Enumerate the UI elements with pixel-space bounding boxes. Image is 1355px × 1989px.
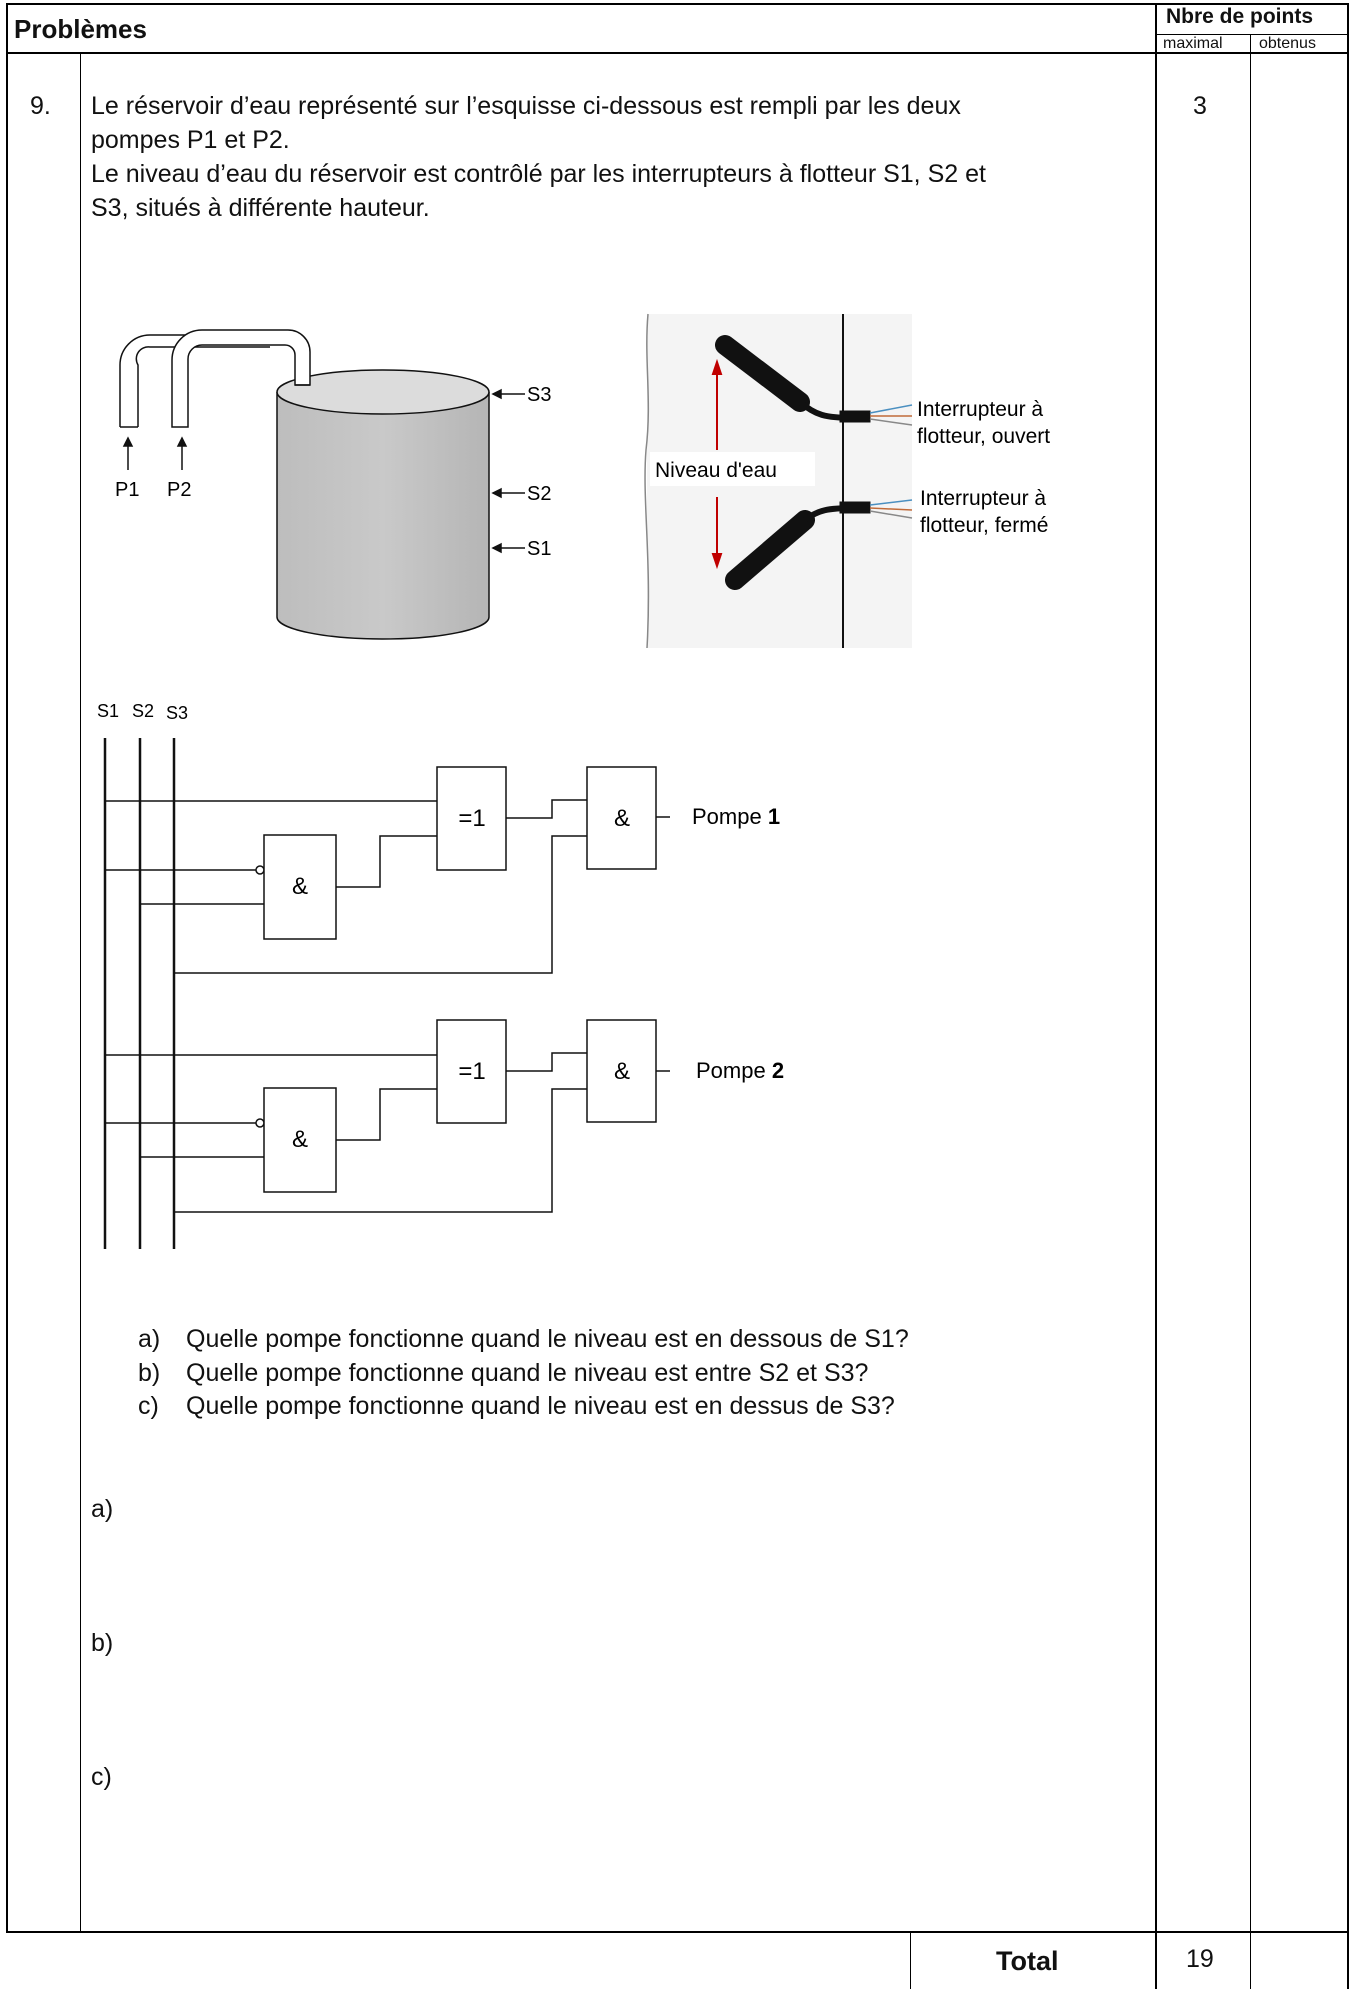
and-output-gate-1 xyxy=(586,766,657,870)
intro-line-3: Le niveau d’eau du réservoir est contrôl… xyxy=(91,160,986,188)
answer-a-label: a) xyxy=(91,1495,114,1523)
tank-diagram: P1 P2 S3 S2 S1 xyxy=(115,329,551,640)
intro-line-2: pompes P1 et P2. xyxy=(91,126,290,154)
tank-body xyxy=(276,369,490,640)
sensor-arrows xyxy=(491,388,525,554)
bus-lines xyxy=(103,738,176,1249)
col-obtained-label: obtenus xyxy=(1259,35,1316,52)
and-gate-2 xyxy=(263,1087,337,1193)
xor-symbol-2: =1 xyxy=(458,1058,485,1085)
question-b-letter: b) xyxy=(138,1359,161,1387)
s1-tank-label: S1 xyxy=(527,538,551,560)
open-label-line2: flotteur, ouvert xyxy=(917,425,1050,448)
xor-gate-1 xyxy=(436,766,507,871)
question-a-text: Quelle pompe fonctionne quand le niveau … xyxy=(186,1325,909,1353)
xor-symbol-1: =1 xyxy=(458,805,485,832)
bus-label-s1: S1 xyxy=(97,701,119,721)
water-level-label: Niveau d'eau xyxy=(655,459,777,482)
and-output-gate-2 xyxy=(586,1019,657,1123)
total-value: 19 xyxy=(1186,1945,1214,1973)
float-switch-diagram: Niveau d'eau Interrupteur à flotteur, ou… xyxy=(644,313,1050,649)
pipe-p1 xyxy=(119,334,270,428)
and-output-symbol-2: & xyxy=(614,1058,630,1085)
max-points: 3 xyxy=(1193,92,1207,120)
tank-wall xyxy=(644,313,650,649)
and-symbol-1: & xyxy=(292,873,308,900)
problem-number: 9. xyxy=(30,92,51,120)
pump2-output-label: Pompe 2 xyxy=(696,1058,784,1083)
inverter-bubbles xyxy=(255,865,265,1128)
closed-label-line1: Interrupteur à xyxy=(920,487,1046,510)
pump-arrows xyxy=(122,436,188,470)
total-label: Total xyxy=(996,1946,1059,1976)
pump1-output-label: Pompe 1 xyxy=(692,804,780,829)
answer-b-label: b) xyxy=(91,1629,114,1657)
xor-gate-2 xyxy=(436,1019,507,1124)
closed-label-line2: flotteur, fermé xyxy=(920,514,1048,537)
question-c-letter: c) xyxy=(138,1392,159,1420)
logic-circuit-diagram: S1 S2 S3 & =1 & & xyxy=(97,701,784,1249)
question-c-text: Quelle pompe fonctionne quand le niveau … xyxy=(186,1392,895,1420)
bus-label-s2: S2 xyxy=(132,701,154,721)
and-symbol-2: & xyxy=(292,1126,308,1153)
open-label-line1: Interrupteur à xyxy=(917,398,1043,421)
p1-label: P1 xyxy=(115,479,139,501)
s3-tank-label: S3 xyxy=(527,384,551,406)
s2-tank-label: S2 xyxy=(527,483,551,505)
points-heading: Nbre de points xyxy=(1166,5,1314,28)
question-a-letter: a) xyxy=(138,1325,161,1353)
level-arrow-down xyxy=(711,497,723,570)
float-closed xyxy=(725,501,871,590)
intro-line-4: S3, situés à différente hauteur. xyxy=(91,194,430,222)
answer-c-label: c) xyxy=(91,1763,112,1791)
gates xyxy=(263,766,657,1193)
col-max-label: maximal xyxy=(1163,35,1223,52)
bus-label-s3: S3 xyxy=(166,703,188,723)
wires xyxy=(105,799,670,1213)
level-arrow-up xyxy=(711,358,723,450)
section-title: Problèmes xyxy=(14,14,147,44)
wire-ends xyxy=(869,404,913,519)
intro-line-1: Le réservoir d’eau représenté sur l’esqu… xyxy=(91,92,961,120)
question-b-text: Quelle pompe fonctionne quand le niveau … xyxy=(186,1359,869,1387)
pipe-p2 xyxy=(171,329,311,428)
and-gate-1 xyxy=(263,834,337,940)
p2-label: P2 xyxy=(167,479,191,501)
and-output-symbol-1: & xyxy=(614,805,630,832)
